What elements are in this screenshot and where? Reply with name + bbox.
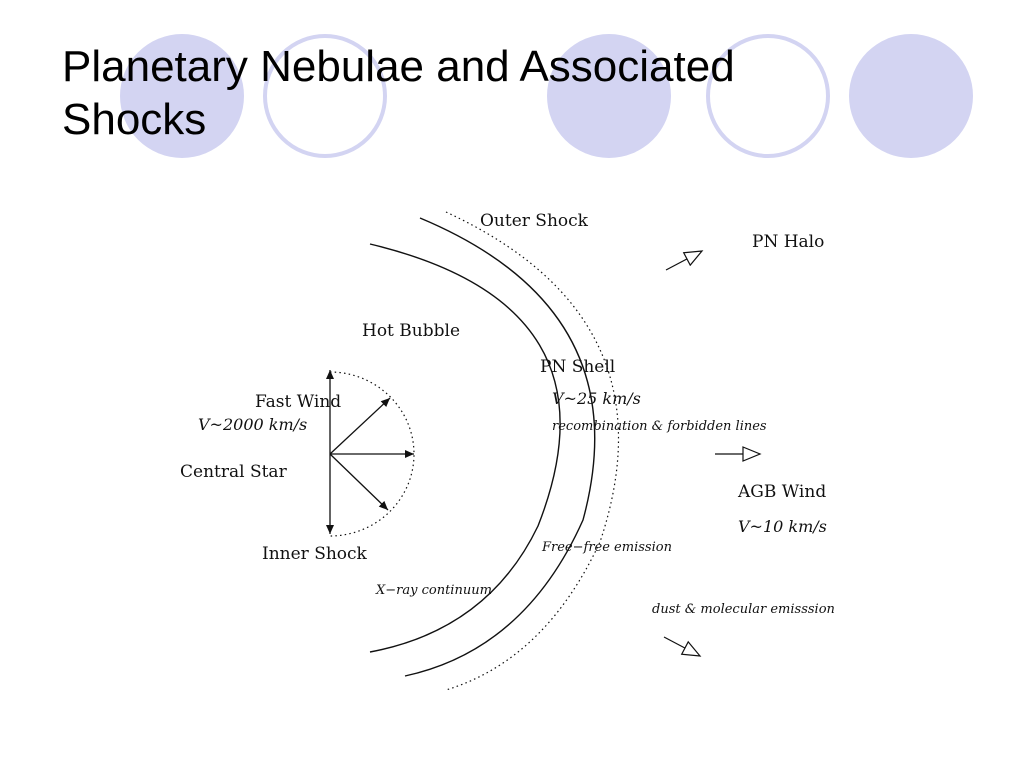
- decor-circle-2: [547, 34, 671, 158]
- decor-ring-1: [263, 34, 387, 158]
- outer-shock-label: Outer Shock: [480, 211, 589, 231]
- free-free-emission-label: Free−free emission: [541, 540, 672, 555]
- shell-velocity-label: V~25 km/s: [552, 389, 641, 408]
- slide-title-line-1: Planetary Nebulae and Associated: [62, 42, 735, 91]
- decor-ring-2: [706, 34, 830, 158]
- decor-circle-1: [120, 34, 244, 158]
- fast-wind-label: Fast Wind: [255, 392, 341, 412]
- inner-shock-label: Inner Shock: [262, 544, 368, 564]
- halo-arrow: [665, 250, 704, 271]
- slide-title-line-2: Shocks: [62, 95, 207, 144]
- fast-wind-velocity-label: V~2000 km/s: [198, 415, 307, 434]
- hot-bubble-label: Hot Bubble: [362, 321, 460, 341]
- wind-arrow-lower-right: [329, 453, 389, 511]
- slide-title: Planetary Nebulae and Associated Shocks: [62, 40, 735, 146]
- agb-wind-label: AGB Wind: [737, 482, 826, 502]
- wind-arrow-upper-right: [329, 397, 391, 455]
- dust-emission-label: dust & molecular emisssion: [652, 602, 835, 617]
- xray-continuum-label: X−ray continuum: [375, 583, 492, 598]
- outer-shock-front: [445, 211, 619, 691]
- pn-halo-label: PN Halo: [752, 232, 824, 252]
- recombination-label: recombination & forbidden lines: [552, 419, 767, 434]
- hot-bubble-boundary: [369, 243, 561, 653]
- dust-arrow: [663, 636, 702, 657]
- fast-wind-arrows: [326, 370, 414, 534]
- decor-circle-3: [849, 34, 973, 158]
- inner-shock-front: [329, 371, 415, 537]
- pn-shell-label: PN Shell: [540, 357, 615, 377]
- agb-velocity-label: V~10 km/s: [738, 517, 827, 536]
- pn-shell-boundary: [404, 217, 596, 677]
- central-star-label: Central Star: [180, 462, 288, 482]
